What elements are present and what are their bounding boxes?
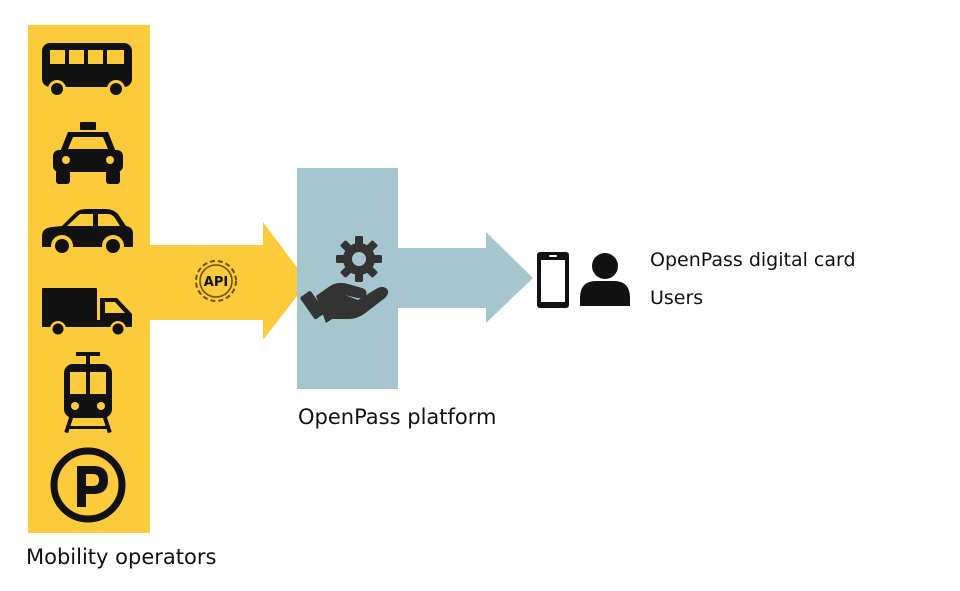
tram-icon: [64, 352, 112, 434]
parking-icon: [50, 447, 126, 523]
taxi-icon: [53, 122, 123, 184]
platform-column: [297, 168, 398, 389]
car-icon: [42, 209, 133, 257]
gear-icon: [336, 236, 382, 282]
gear-hand-icon: [300, 236, 389, 323]
api-label: API: [204, 275, 228, 290]
platform-arrow: [396, 232, 533, 323]
users-label: Users: [650, 287, 704, 309]
digital-card-label: OpenPass digital card: [650, 249, 856, 271]
platform-label: OpenPass platform: [298, 405, 497, 429]
user-icon: [580, 253, 630, 306]
hand-icon: [300, 282, 389, 323]
platform-block: [297, 168, 533, 389]
truck-icon: [42, 288, 132, 337]
operators-arrow: [148, 222, 308, 340]
smartphone-icon: [537, 252, 569, 308]
api-gear-icon: API: [195, 260, 237, 302]
mobility-operators-label: Mobility operators: [26, 545, 217, 569]
operators-column: [28, 25, 150, 533]
bus-icon: [42, 43, 132, 98]
